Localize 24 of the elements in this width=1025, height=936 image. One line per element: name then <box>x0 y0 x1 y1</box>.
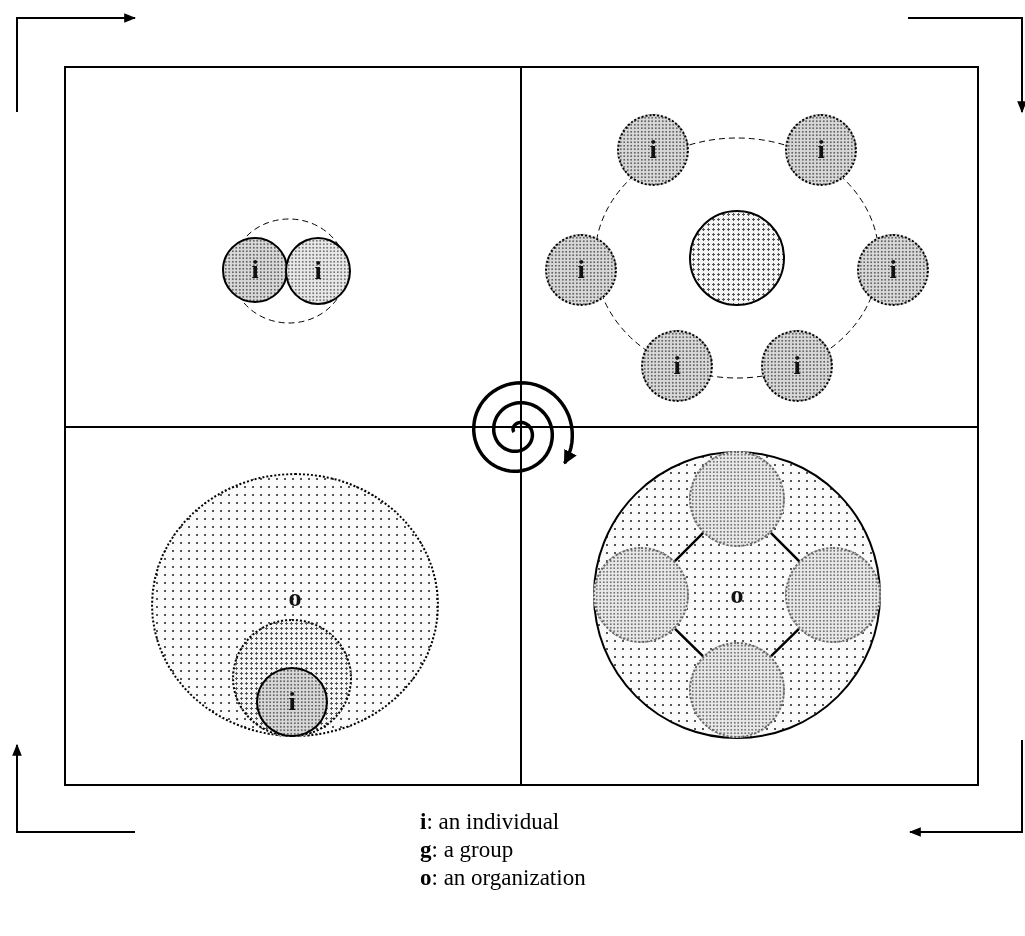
node-label: i <box>673 353 681 379</box>
connector-line <box>674 532 704 562</box>
circle-shape <box>593 547 689 643</box>
node-label: i <box>251 257 259 283</box>
circle-shape <box>785 547 881 643</box>
legend-text: g: a group <box>420 836 514 864</box>
legend-text: o: an organization <box>420 864 586 892</box>
node-label: o <box>730 582 744 608</box>
circle-shape <box>689 642 785 738</box>
connector-line <box>674 627 704 658</box>
node-label: i <box>577 257 585 283</box>
node-label: i <box>793 353 801 379</box>
node-label: i <box>314 258 322 284</box>
node-label: o <box>288 585 302 611</box>
node-label: i <box>288 689 296 715</box>
circle-shape <box>232 619 352 737</box>
circle-shape <box>689 451 785 547</box>
member-circle <box>256 667 328 737</box>
node-label: i <box>889 257 897 283</box>
node-label: i <box>817 137 825 163</box>
legend-text: i: an individual <box>420 808 560 836</box>
node-label: i <box>649 137 657 163</box>
connector-line <box>770 532 800 562</box>
connector-line <box>770 627 800 658</box>
